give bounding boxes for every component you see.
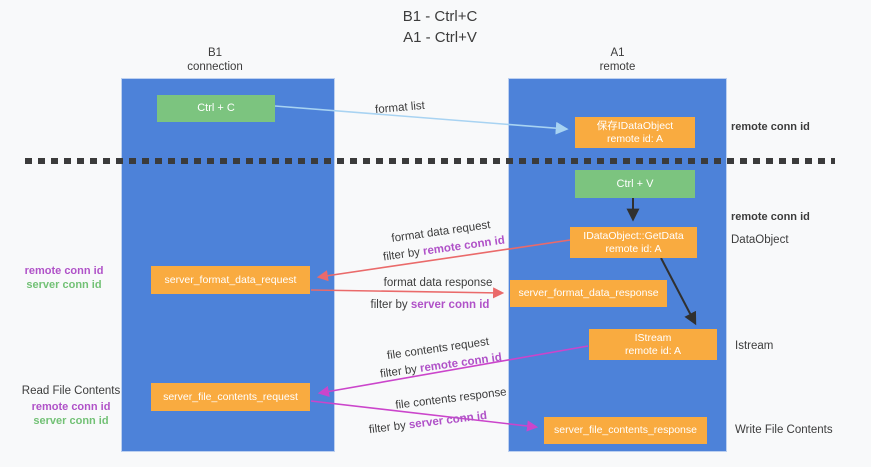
ctrl-v-node: Ctrl + V (575, 170, 695, 198)
left-top-remote-conn-id-label: remote conn id (24, 265, 104, 277)
server-conn-id-key: server conn id (410, 299, 490, 311)
getdata-line2: remote id: A (605, 242, 662, 255)
server-file-contents-request-node: server_file_contents_request (151, 383, 310, 411)
server-format-data-request-label: server_format_data_request (164, 273, 297, 286)
getdata-node: IDataObject::GetData remote id: A (570, 227, 697, 258)
diagram-title-line2: A1 - Ctrl+V (403, 29, 477, 46)
server-format-data-response-label: server_format_data_response (518, 287, 659, 299)
getdata-line1: IDataObject::GetData (583, 229, 684, 242)
save-idataobject-line1: 保存IDataObject (596, 119, 674, 132)
server-file-contents-response-label: server_file_contents_response (553, 424, 697, 436)
left-conn-id-group-top: remote conn id server conn id (20, 264, 108, 292)
left-bottom-remote-conn-id-label: remote conn id (31, 401, 111, 413)
dataobject-label: DataObject (731, 234, 789, 246)
filter-by-text: filter by (382, 245, 424, 264)
server-format-data-response-node: server_format_data_response (510, 280, 667, 307)
server-file-contents-response-node: server_file_contents_response (544, 417, 707, 444)
istream-line1: IStream (634, 331, 672, 344)
lane-b1-title: B1 (207, 47, 223, 59)
ctrl-c-node: Ctrl + C (157, 95, 275, 122)
server-file-contents-request-label: server_file_contents_request (163, 390, 298, 403)
ctrl-c-label: Ctrl + C (197, 102, 235, 114)
left-bottom-server-conn-id-label: server conn id (33, 415, 109, 427)
right-remote-conn-id-top-label: remote conn id (731, 121, 810, 133)
diagram-title: B1 - Ctrl+C A1 - Ctrl+V (330, 6, 550, 48)
left-conn-id-group-bottom: Read File Contents remote conn id server… (21, 384, 121, 428)
lane-b1-subtitle: connection (187, 61, 243, 73)
read-file-contents-label: Read File Contents (21, 385, 121, 397)
istream-node: IStream remote id: A (589, 329, 717, 360)
save-idataobject-line2: remote id: A (606, 132, 664, 145)
left-top-server-conn-id-label: server conn id (26, 279, 102, 291)
lane-a1-title: A1 (610, 47, 625, 59)
lane-a1-subtitle: remote (599, 61, 636, 73)
ctrl-v-label: Ctrl + V (616, 177, 654, 190)
server-conn-id-key: server conn id (408, 409, 488, 432)
server-format-data-request-node: server_format_data_request (151, 266, 310, 294)
diagram-title-line1: B1 - Ctrl+C (402, 8, 478, 25)
istream-line2: remote id: A (624, 344, 682, 357)
format-data-response-filter-label: filter by server conn id (371, 299, 490, 311)
lane-header-b1: B1 connection (108, 46, 322, 74)
filter-by-text: filter by (379, 362, 421, 381)
phase-divider-dashed-line (25, 158, 835, 164)
istream-side-label: Istream (735, 340, 774, 352)
format-list-label: format list (374, 99, 426, 117)
write-file-contents-label: Write File Contents (735, 424, 833, 436)
file-contents-response-label: file contents response (394, 386, 508, 412)
format-data-response-label: format data response (383, 277, 493, 289)
filter-by-text: filter by (370, 299, 411, 311)
file-contents-response-filter-label: filter by server conn id (368, 410, 487, 436)
right-remote-conn-id-mid-label: remote conn id (731, 211, 810, 223)
format-data-response-arrow (310, 287, 505, 299)
save-idataobject-node: 保存IDataObject remote id: A (575, 117, 695, 148)
lane-header-a1: A1 remote (508, 46, 727, 74)
filter-by-text: filter by (368, 419, 410, 437)
